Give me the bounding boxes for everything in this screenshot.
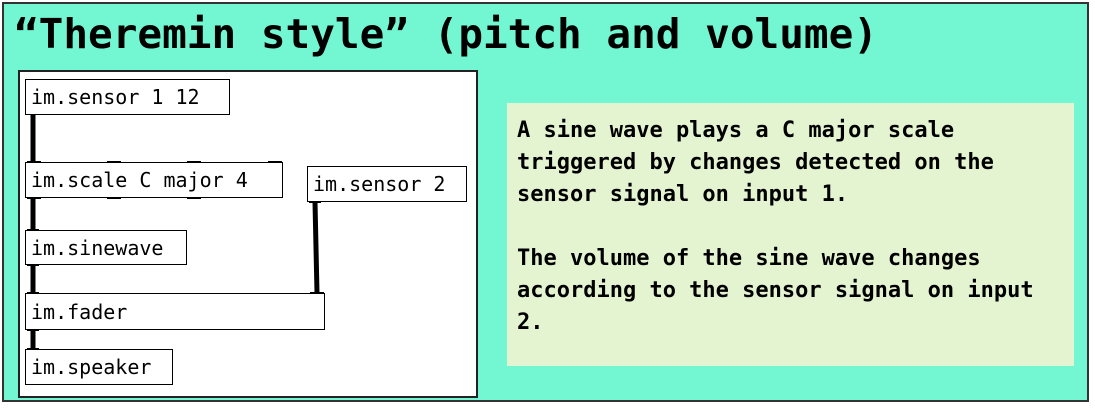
description-box: A sine wave plays a C major scale trigge…: [507, 103, 1074, 366]
object-im-speaker[interactable]: im.speaker: [25, 349, 173, 385]
description-paragraph-2: The volume of the sine wave changes acco…: [517, 246, 1034, 335]
object-im-scale[interactable]: im.scale C major 4: [25, 162, 283, 198]
object-im-sensor-1[interactable]: im.sensor 1 12: [25, 79, 230, 115]
object-im-sensor-2[interactable]: im.sensor 2: [307, 166, 467, 202]
object-im-fader[interactable]: im.fader: [25, 293, 325, 330]
object-im-sinewave[interactable]: im.sinewave: [25, 230, 187, 265]
description-paragraph-1: A sine wave plays a C major scale trigge…: [517, 118, 994, 207]
page-title: “Theremin style” (pitch and volume): [14, 10, 878, 58]
